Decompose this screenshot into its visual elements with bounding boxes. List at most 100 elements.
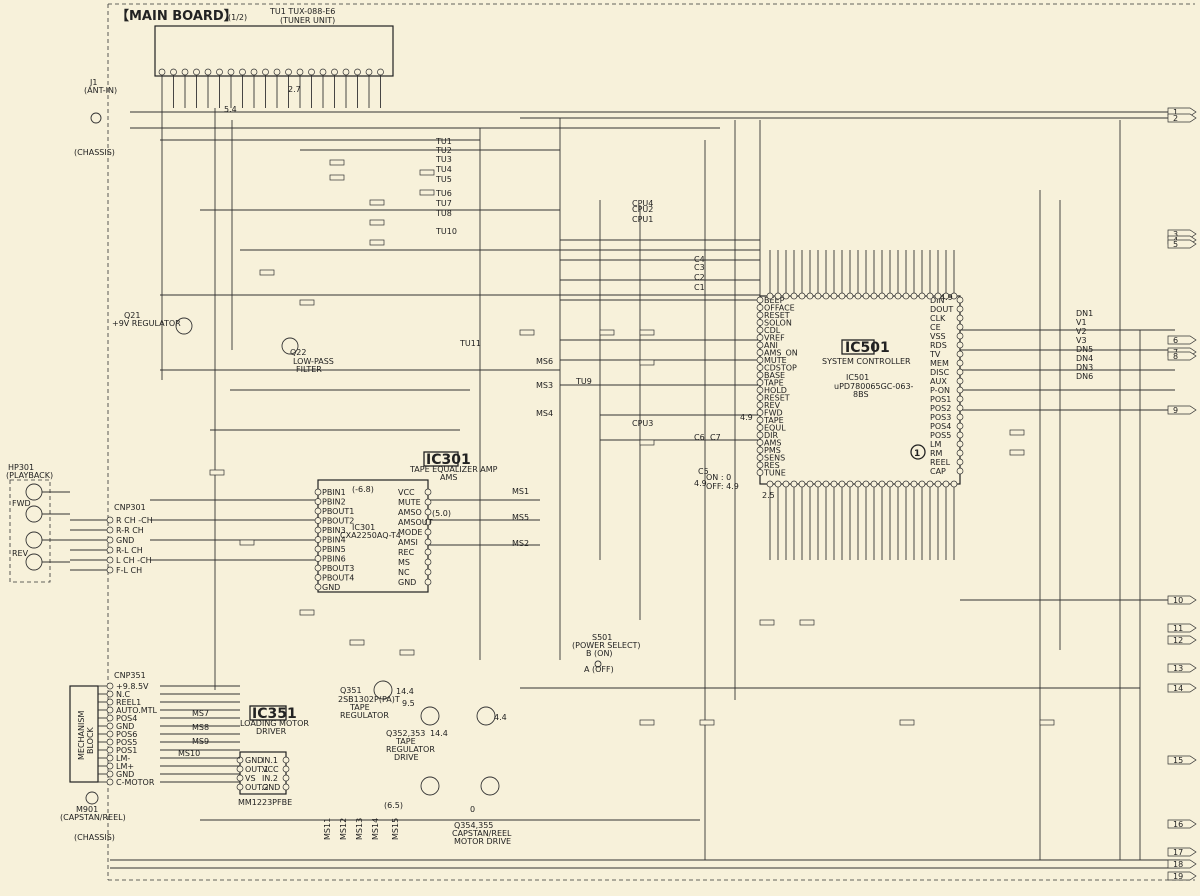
net-label: C4 — [694, 255, 705, 264]
cnp351-pin — [106, 706, 114, 714]
cnp351-pin-label: C-MOTOR — [116, 778, 155, 787]
cnp351-pin-label: POS4 — [116, 714, 137, 723]
ic501-right-pin — [956, 458, 964, 466]
right-terminal-label: 1 — [1173, 108, 1178, 117]
cnp351-pin — [106, 754, 114, 762]
ic301-right-pin-label: GND — [398, 578, 416, 587]
right-terminal — [1167, 239, 1197, 249]
mechanism-block — [69, 685, 99, 783]
ic501-partnum: uPD780065GC-063- — [834, 382, 914, 391]
voltage-marker: 4.9 — [740, 413, 753, 422]
right-signal-label: V1 — [1076, 318, 1087, 327]
tape-reg-l2: TAPE — [349, 703, 370, 712]
ic501-right-pin — [956, 395, 964, 403]
tuner-pin — [204, 68, 212, 76]
ic351-right-pin-label: VCC — [262, 765, 279, 774]
ic501-left-pin — [756, 349, 764, 356]
ic501-right-pin-label: RDS — [930, 341, 947, 350]
ic501-left-pin — [756, 296, 764, 304]
reg-drive-l3: DRIVE — [394, 753, 419, 762]
ic501-left-pin-label: AMS — [764, 439, 781, 448]
ic351-body — [239, 751, 287, 795]
right-terminal-label: 10 — [1173, 596, 1183, 605]
tuner-pin — [365, 68, 373, 76]
ic501-left-pin — [756, 454, 764, 461]
net-label: TU11 — [459, 339, 481, 348]
ic501-bottom-pin — [774, 480, 782, 488]
ic501-left-pin-label: REV — [764, 401, 781, 410]
ic501-right-pin-label: CLK — [930, 314, 946, 323]
tuner-pin — [158, 68, 166, 76]
right-terminal-label: 11 — [1173, 624, 1183, 633]
ic501-left-pin — [756, 311, 764, 319]
ic501-right-pin — [956, 404, 964, 412]
s501-switch[interactable] — [594, 660, 602, 668]
ic351-sub: DRIVER — [256, 727, 287, 736]
ic501-pins: BEEPOFFACERESETSOLONCDLVREFANIAMS_ONMUTE… — [756, 292, 964, 488]
cnp301-pin-label: R-L CH — [116, 546, 143, 555]
ic351-right-pin — [282, 774, 290, 782]
ic501-bottom-pin — [814, 480, 822, 488]
test-point-1-label: 1 — [914, 449, 920, 459]
tuner-pin — [250, 68, 258, 76]
ic501-top-pin — [934, 292, 942, 300]
ic501-left-pin — [756, 409, 764, 416]
ic501-right-pin-label: LM — [930, 440, 941, 449]
ic501-left-pin-label: TAPE — [763, 416, 784, 425]
ic501-left-pin — [756, 386, 764, 394]
net-label: TU8 — [435, 209, 452, 218]
net-label: MS7 — [192, 709, 209, 718]
ic501-bottom-pin — [878, 480, 886, 488]
cnp351-pin-label: N.C — [116, 690, 131, 699]
right-terminal — [1167, 871, 1197, 881]
ic501-left-pin-label: RESET — [764, 311, 790, 320]
net-label: MS12 — [339, 818, 348, 840]
component — [759, 619, 775, 626]
ic501-right-pin-label: POS3 — [930, 413, 951, 422]
net-label: MS3 — [536, 381, 553, 390]
ic501-top-pin — [830, 292, 838, 300]
head-coil — [25, 483, 43, 501]
right-terminal — [1167, 859, 1197, 869]
ic351-right-pin — [282, 765, 290, 773]
ic301-left-pin — [314, 555, 322, 562]
ic301-left-pin — [314, 526, 322, 534]
ic301-left-pin-label: PBOUT3 — [322, 564, 354, 573]
right-signal-label: DN3 — [1076, 363, 1093, 372]
antenna-ref: J1 — [89, 78, 97, 87]
ic351-left-pin-label: OUT.1 — [245, 765, 269, 774]
cnp301-pin — [106, 516, 114, 524]
right-signal-label: V3 — [1076, 336, 1087, 345]
ic501-left-pin-label: CDSTOP — [764, 364, 797, 373]
tuner-sub: (TUNER UNIT) — [280, 16, 335, 25]
cnp351-pin-label: AUTO.MTL — [116, 706, 158, 715]
hp301-rev: REV — [12, 549, 29, 558]
net-label: MS15 — [391, 818, 400, 840]
ic501-right-pin-label: RM — [930, 449, 943, 458]
ic501-top-pin — [838, 292, 846, 300]
cnp351-pin — [106, 730, 114, 738]
tuner-pin — [296, 68, 304, 76]
ic501-bottom-pin — [926, 480, 934, 488]
ic301-right-pin — [424, 528, 432, 536]
ic501-left-pin-label: VREF — [764, 334, 785, 343]
net-label: C1 — [694, 283, 705, 292]
ic301-right-pin — [424, 498, 432, 506]
right-terminal-label: 13 — [1173, 664, 1183, 673]
component — [519, 329, 535, 336]
ic301-left-pin — [314, 517, 322, 524]
ic501-bottom-pin — [902, 480, 910, 488]
component — [1039, 719, 1055, 726]
cnp351-pin-label: LM+ — [116, 762, 134, 771]
ic501-left-pin — [756, 356, 764, 364]
ic501-top-pin — [942, 292, 950, 300]
m901-chassis: (CHASSIS) — [74, 833, 115, 842]
ic501-left-pin — [756, 416, 764, 424]
chassis-label-top: (CHASSIS) — [74, 148, 115, 157]
ic351-ref: IC351 — [252, 706, 297, 722]
net-label: TU9 — [575, 377, 592, 386]
tape-reg-ref: Q351 — [340, 686, 362, 695]
voltage-marker: 4.4 — [494, 713, 507, 722]
